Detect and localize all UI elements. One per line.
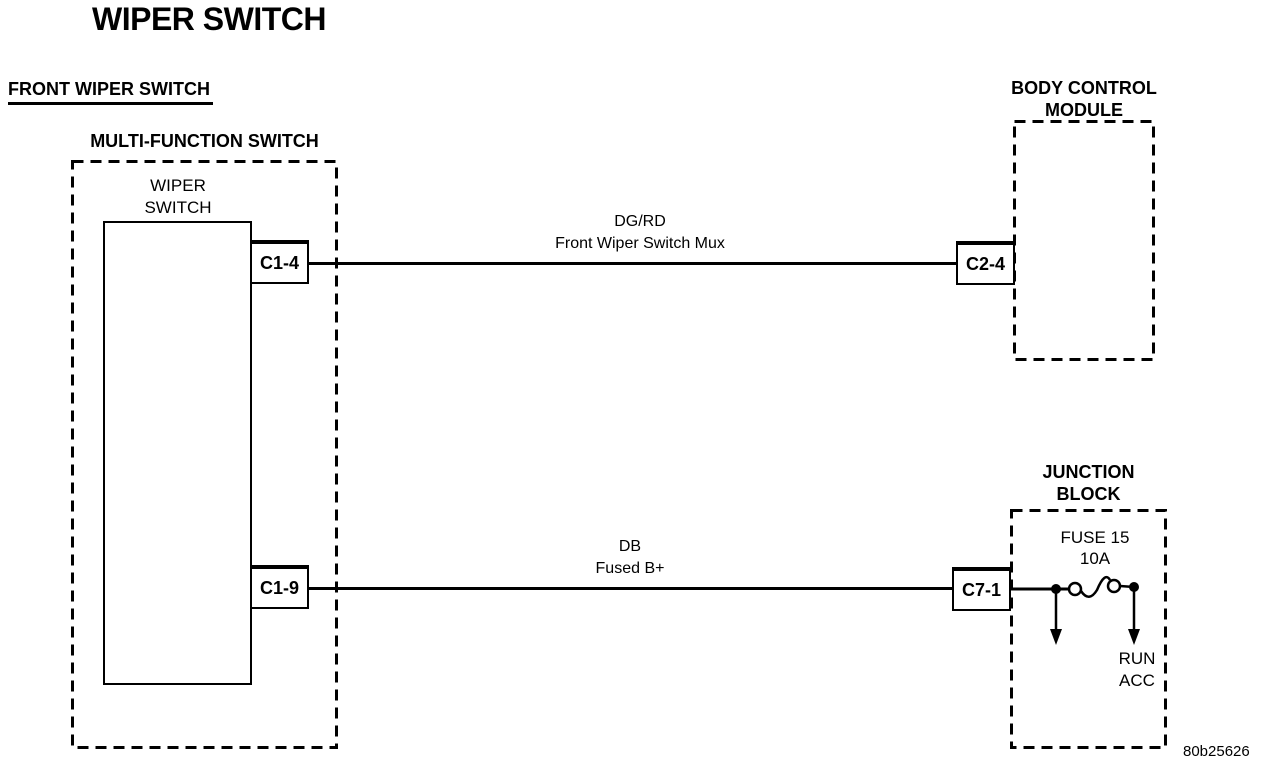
body-control-module-label: BODY CONTROL MODULE bbox=[1009, 77, 1159, 121]
junction-block-box bbox=[1010, 509, 1167, 749]
wire1-color-code: DG/RD bbox=[614, 213, 666, 230]
bcm-label-line1: BODY CONTROL bbox=[1011, 78, 1157, 98]
wire-db bbox=[309, 587, 954, 590]
wire1-circuit-name: Front Wiper Switch Mux bbox=[555, 235, 725, 252]
wiper-switch-label: WIPER SWITCH bbox=[103, 175, 253, 219]
down-arrow-icon bbox=[1050, 629, 1062, 645]
wire2-color-code: DB bbox=[618, 538, 642, 555]
multi-function-switch-label: MULTI-FUNCTION SWITCH bbox=[90, 131, 319, 151]
connector-c2-4: C2-4 bbox=[956, 241, 1015, 285]
wiper-switch-label-line2: SWITCH bbox=[144, 198, 212, 217]
fuse-symbol bbox=[1009, 575, 1140, 645]
wire2-label: DB Fused B+ bbox=[455, 536, 805, 580]
run-acc-label: RUN ACC bbox=[1094, 648, 1180, 692]
wiper-switch-label-line1: WIPER bbox=[150, 176, 206, 195]
dashed-border bbox=[1010, 509, 1167, 749]
page-title: WIPER SWITCH bbox=[92, 1, 326, 37]
junction-block-label: JUNCTION BLOCK bbox=[1010, 461, 1167, 505]
fuse-label: FUSE 15 10A bbox=[1025, 527, 1165, 569]
bcm-label-line2: MODULE bbox=[1045, 100, 1123, 120]
figure-code: 80b25626 bbox=[1183, 743, 1250, 760]
fuse-terminal-left bbox=[1067, 581, 1083, 597]
wire-dg-rd bbox=[309, 262, 958, 265]
connector-c1-4: C1-4 bbox=[250, 240, 309, 284]
multi-function-switch-box bbox=[71, 160, 338, 749]
feed-line1: RUN bbox=[1118, 649, 1156, 668]
connector-c1-9: C1-9 bbox=[250, 565, 309, 609]
wiper-switch-body bbox=[103, 221, 252, 685]
dashed-border bbox=[71, 160, 338, 749]
wire2-circuit-name: Fused B+ bbox=[595, 560, 665, 577]
wire1-label: DG/RD Front Wiper Switch Mux bbox=[455, 211, 825, 255]
fuse-rating: 10A bbox=[1079, 549, 1111, 568]
section-label: FRONT WIPER SWITCH bbox=[8, 79, 213, 105]
down-arrow-icon bbox=[1128, 629, 1140, 645]
fuse-name: FUSE 15 bbox=[1060, 528, 1130, 547]
fuse-element bbox=[1079, 575, 1112, 598]
connector-c7-1: C7-1 bbox=[952, 567, 1011, 611]
body-control-module-box bbox=[1013, 120, 1155, 361]
feed-line2: ACC bbox=[1119, 671, 1155, 690]
fuse-terminal-right bbox=[1106, 578, 1122, 594]
jb-label-line1: JUNCTION bbox=[1042, 462, 1135, 482]
dashed-border bbox=[1013, 120, 1155, 361]
jb-label-line2: BLOCK bbox=[1056, 484, 1121, 504]
